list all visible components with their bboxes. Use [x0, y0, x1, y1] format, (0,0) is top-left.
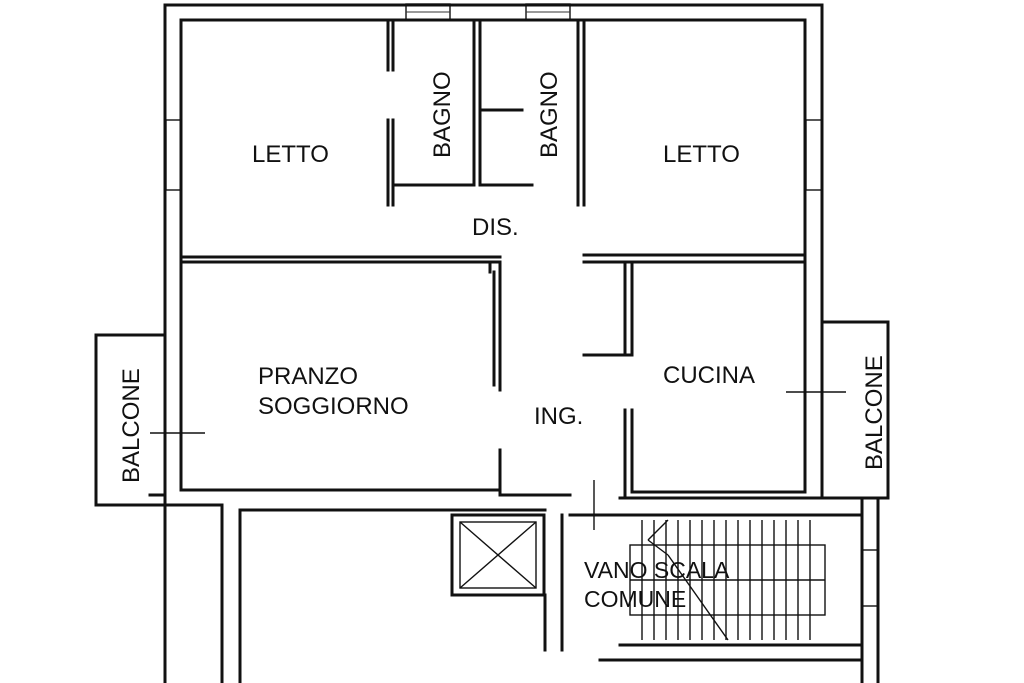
room-label-balcone-right: BALCONE: [861, 355, 888, 470]
top-windows: [165, 3, 879, 607]
room-label-comune: COMUNE: [584, 586, 686, 612]
room-label-letto-left: LETTO: [252, 141, 329, 168]
balcony-left: [94, 333, 167, 507]
room-label-soggiorno: SOGGIORNO: [258, 393, 409, 420]
room-label-balcone-left: BALCONE: [118, 368, 145, 483]
balcony-right: [820, 320, 890, 500]
outer-walls: [148, 3, 880, 683]
room-label-vano-scala: VANO SCALA: [584, 557, 730, 583]
interior-walls: [179, 18, 864, 530]
lift-shaft: [450, 513, 546, 597]
room-label-ingresso: ING.: [534, 403, 583, 430]
room-label-pranzo: PRANZO: [258, 363, 358, 390]
room-label-letto-right: LETTO: [663, 141, 740, 168]
stairwell: [543, 513, 864, 662]
room-label-cucina: CUCINA: [663, 362, 755, 389]
room-label-bagno-left: BAGNO: [429, 71, 456, 158]
room-label-disimpegno: DIS.: [472, 214, 519, 241]
room-label-bagno-right: BAGNO: [536, 71, 563, 158]
